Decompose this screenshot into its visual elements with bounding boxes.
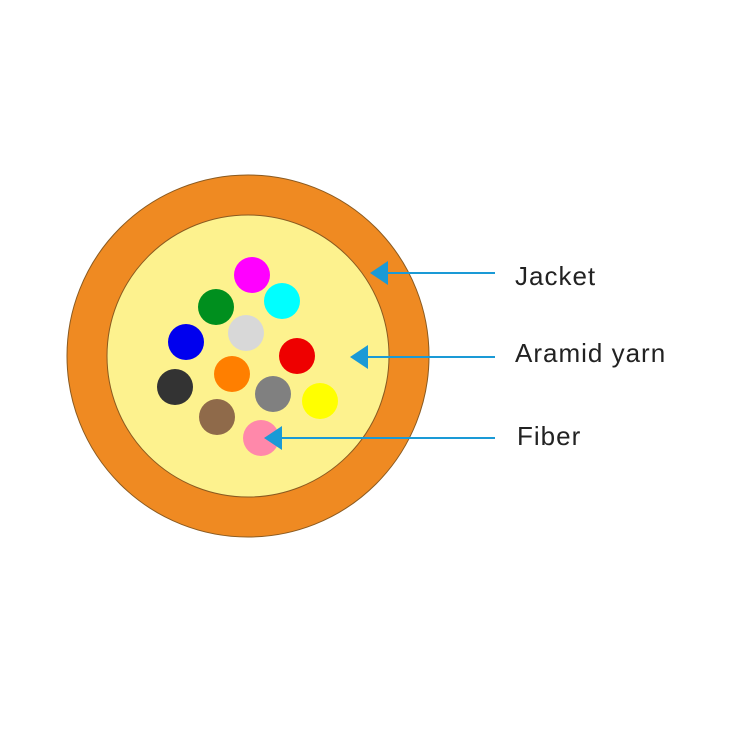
fiber-light-gray bbox=[228, 315, 264, 351]
fiber-blue bbox=[168, 324, 204, 360]
fiber-gray bbox=[255, 376, 291, 412]
arrowhead-aramid-icon bbox=[350, 345, 368, 369]
fiber-red bbox=[279, 338, 315, 374]
label-aramid-yarn: Aramid yarn bbox=[515, 338, 666, 368]
arrowhead-fiber-icon bbox=[264, 426, 282, 450]
fiber-brown bbox=[199, 399, 235, 435]
fiber-green bbox=[198, 289, 234, 325]
fibers-group bbox=[157, 257, 338, 456]
fiber-orange bbox=[214, 356, 250, 392]
label-fiber: Fiber bbox=[517, 421, 581, 451]
fiber-pink bbox=[243, 420, 279, 456]
fiber-yellow bbox=[302, 383, 338, 419]
arrowhead-jacket-icon bbox=[370, 261, 388, 285]
fiber-cyan bbox=[264, 283, 300, 319]
arrows-group bbox=[264, 261, 495, 450]
label-jacket: Jacket bbox=[515, 261, 596, 291]
fiber-black bbox=[157, 369, 193, 405]
aramid-yarn-area bbox=[106, 214, 390, 498]
fiber-magenta bbox=[234, 257, 270, 293]
